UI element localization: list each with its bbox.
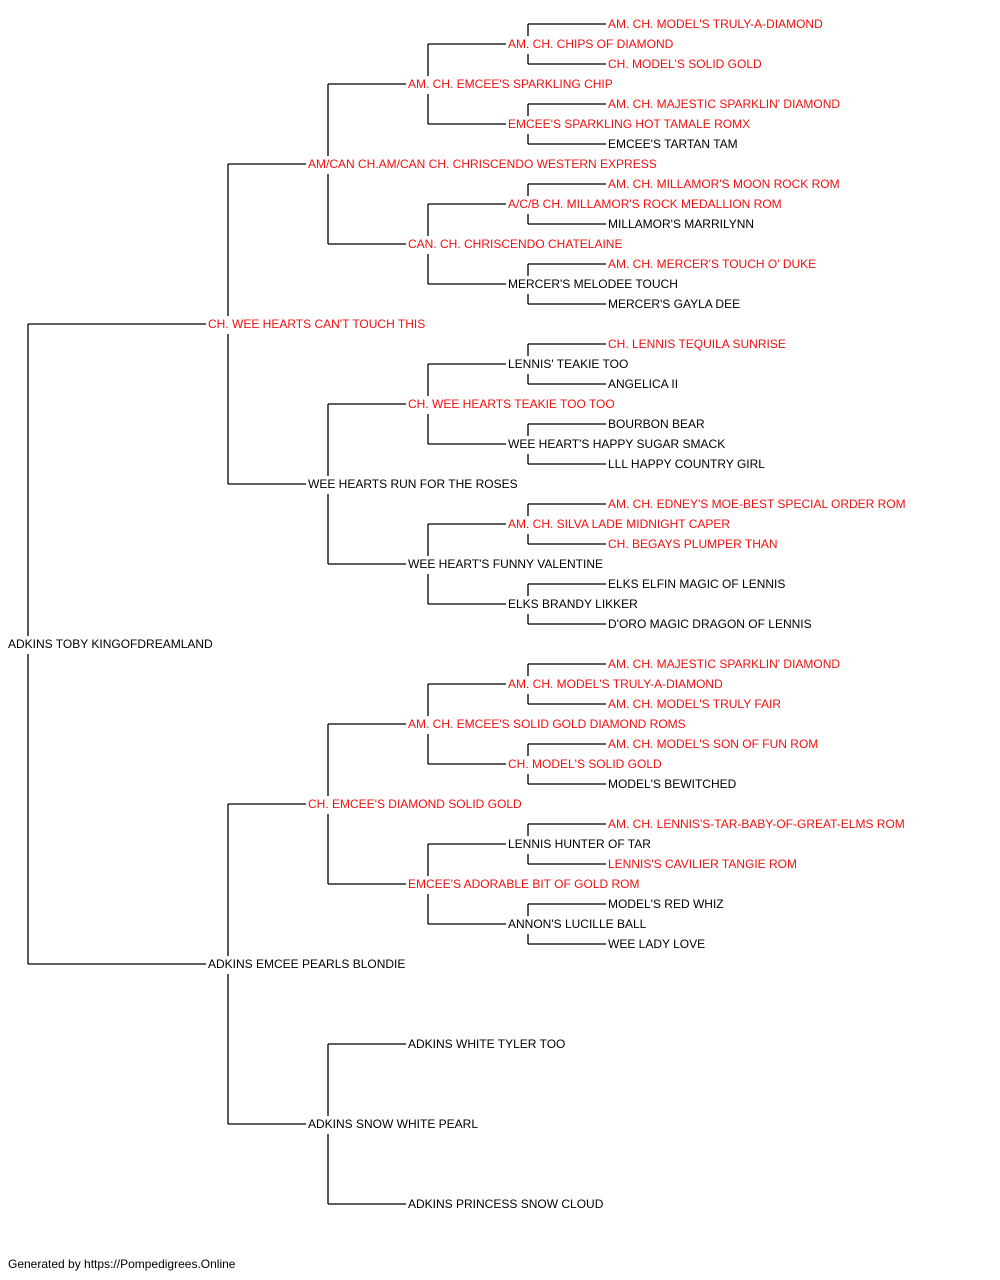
dog-name-champion: AM. CH. MODEL'S SON OF FUN ROM: [608, 737, 818, 751]
dog-name: MODEL'S BEWITCHED: [608, 777, 737, 791]
dog-name-champion: EMCEE'S SPARKLING HOT TAMALE ROMX: [508, 117, 750, 131]
dog-name-champion: AM. CH. MAJESTIC SPARKLIN' DIAMOND: [608, 657, 840, 671]
dog-name: WEE HEARTS RUN FOR THE ROSES: [308, 477, 518, 491]
dog-name: ADKINS SNOW WHITE PEARL: [308, 1117, 478, 1131]
dog-name: MODEL'S RED WHIZ: [608, 897, 724, 911]
dog-name-champion: CH. EMCEE'S DIAMOND SOLID GOLD: [308, 797, 522, 811]
dog-name: WEE HEART'S HAPPY SUGAR SMACK: [508, 437, 725, 451]
dog-name-champion: CH. WEE HEARTS TEAKIE TOO TOO: [408, 397, 615, 411]
dog-name-champion: AM. CH. SILVA LADE MIDNIGHT CAPER: [508, 517, 730, 531]
dog-name-champion: AM. CH. EMCEE'S SPARKLING CHIP: [408, 77, 613, 91]
dog-name: ANGELICA II: [608, 377, 678, 391]
dog-name-champion: AM. CH. MAJESTIC SPARKLIN' DIAMOND: [608, 97, 840, 111]
dog-name-champion: AM. CH. MODEL'S TRULY-A-DIAMOND: [608, 17, 823, 31]
dog-name: EMCEE'S TARTAN TAM: [608, 137, 738, 151]
dog-name-champion: CH. BEGAYS PLUMPER THAN: [608, 537, 778, 551]
dog-name: ELKS BRANDY LIKKER: [508, 597, 638, 611]
dog-name: WEE LADY LOVE: [608, 937, 705, 951]
dog-name-champion: CH. WEE HEARTS CAN'T TOUCH THIS: [208, 317, 425, 331]
dog-name-champion: AM. CH. MODEL'S TRULY FAIR: [608, 697, 781, 711]
dog-name: LLL HAPPY COUNTRY GIRL: [608, 457, 765, 471]
dog-name: ADKINS EMCEE PEARLS BLONDIE: [208, 957, 405, 971]
dog-name: ADKINS PRINCESS SNOW CLOUD: [408, 1197, 604, 1211]
dog-name-champion: EMCEE'S ADORABLE BIT OF GOLD ROM: [408, 877, 639, 891]
dog-name-champion: AM. CH. MERCER'S TOUCH O' DUKE: [608, 257, 816, 271]
dog-name-champion: AM/CAN CH.AM/CAN CH. CHRISCENDO WESTERN …: [308, 157, 657, 171]
dog-name: MERCER'S MELODEE TOUCH: [508, 277, 678, 291]
dog-name-champion: AM. CH. CHIPS OF DIAMOND: [508, 37, 674, 51]
dog-name: LENNIS HUNTER OF TAR: [508, 837, 651, 851]
dog-name: BOURBON BEAR: [608, 417, 705, 431]
dog-name-champion: AM. CH. MODEL'S TRULY-A-DIAMOND: [508, 677, 723, 691]
dog-name-champion: AM. CH. EMCEE'S SOLID GOLD DIAMOND ROMS: [408, 717, 686, 731]
dog-name: MERCER'S GAYLA DEE: [608, 297, 740, 311]
dog-name-champion: A/C/B CH. MILLAMOR'S ROCK MEDALLION ROM: [508, 197, 782, 211]
dog-name-champion: AM. CH. MILLAMOR'S MOON ROCK ROM: [608, 177, 840, 191]
dog-name-champion: CH. MODEL'S SOLID GOLD: [608, 57, 762, 71]
dog-name: ANNON'S LUCILLE BALL: [508, 917, 647, 931]
dog-name-champion: CH. MODEL'S SOLID GOLD: [508, 757, 662, 771]
dog-name: ADKINS WHITE TYLER TOO: [408, 1037, 565, 1051]
dog-name-champion: AM. CH. LENNIS'S-TAR-BABY-OF-GREAT-ELMS …: [608, 817, 905, 831]
dog-name: D'ORO MAGIC DRAGON OF LENNIS: [608, 617, 812, 631]
dog-name: ADKINS TOBY KINGOFDREAMLAND: [8, 637, 213, 651]
dog-name: MILLAMOR'S MARRILYNN: [608, 217, 754, 231]
dog-name-champion: CAN. CH. CHRISCENDO CHATELAINE: [408, 237, 622, 251]
dog-name-champion: LENNIS'S CAVILIER TANGIE ROM: [608, 857, 797, 871]
dog-name-champion: CH. LENNIS TEQUILA SUNRISE: [608, 337, 786, 351]
dog-name-champion: AM. CH. EDNEY'S MOE-BEST SPECIAL ORDER R…: [608, 497, 906, 511]
footer-credit: Generated by https://Pompedigrees.Online: [8, 1257, 236, 1271]
dog-name: WEE HEART'S FUNNY VALENTINE: [408, 557, 603, 571]
dog-name: ELKS ELFIN MAGIC OF LENNIS: [608, 577, 785, 591]
dog-name: LENNIS' TEAKIE TOO: [508, 357, 628, 371]
